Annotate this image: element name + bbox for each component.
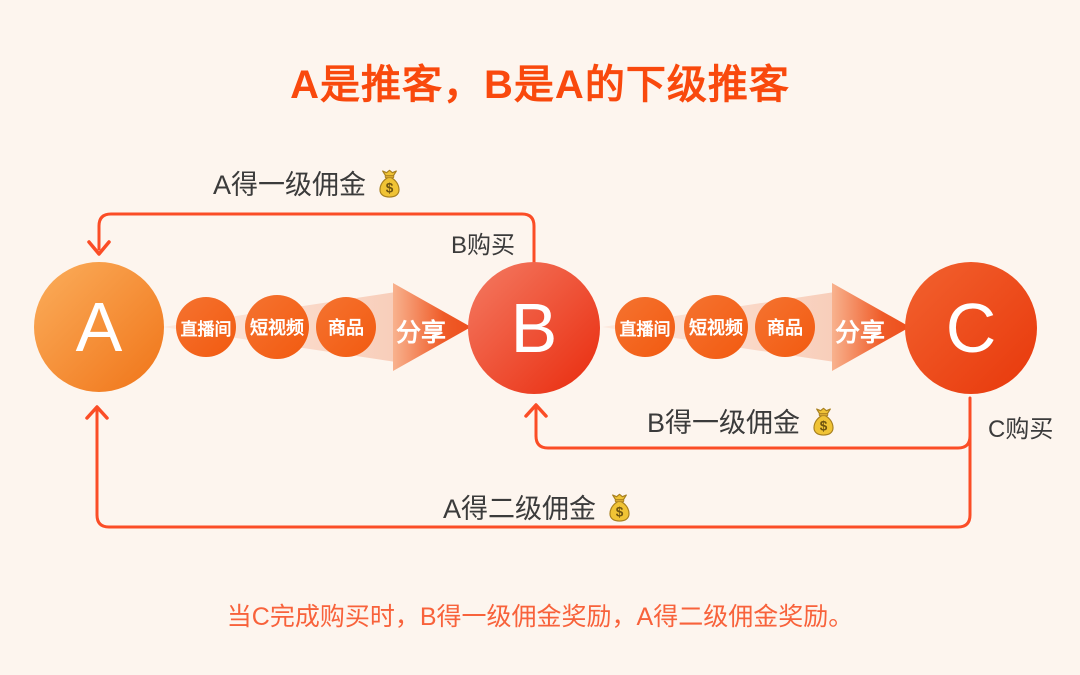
step-short-video: 短视频 xyxy=(245,295,309,359)
arrow-path-b-to-a xyxy=(97,212,536,264)
label-a-first-commission: A得一级佣金 xyxy=(213,163,404,202)
step-short-video: 短视频 xyxy=(684,295,748,359)
share-label: 分享 xyxy=(834,319,885,347)
flow-group-a-to-b: 直播间 短视频 商品 分享 xyxy=(163,281,473,373)
money-bag-icon xyxy=(605,491,634,523)
a-first-commission-text: A得一级佣金 xyxy=(213,170,367,200)
a-second-commission-text: A得二级佣金 xyxy=(443,494,597,524)
share-label: 分享 xyxy=(395,319,446,347)
b-first-commission-text: B得一级佣金 xyxy=(647,408,801,438)
label-b-purchase: B购买 xyxy=(451,225,515,260)
money-bag-icon xyxy=(809,405,838,437)
page-title: A是推客，B是A的下级推客 xyxy=(290,63,790,107)
flow-group-b-to-c: 直播间 短视频 商品 分享 xyxy=(602,281,912,373)
node-b: B xyxy=(468,262,600,394)
arrowhead-up-at-a xyxy=(85,405,109,420)
label-c-purchase: C购买 xyxy=(988,409,1053,444)
step-live-room: 直播间 xyxy=(615,297,675,357)
node-c: C xyxy=(905,262,1037,394)
b-purchase-text: B购买 xyxy=(451,232,516,259)
arrowhead-up-at-b xyxy=(524,403,548,418)
step-live-room: 直播间 xyxy=(176,297,236,357)
label-a-second-commission: A得二级佣金 xyxy=(443,487,634,526)
c-purchase-text: C购买 xyxy=(988,416,1054,443)
arrow-path-c-to-a xyxy=(95,398,972,529)
node-a: A xyxy=(34,262,164,392)
label-b-first-commission: B得一级佣金 xyxy=(647,401,838,440)
arrowhead-down-at-a xyxy=(87,240,111,256)
bottom-caption: 当C完成购买时，B得一级佣金奖励，A得二级佣金奖励。 xyxy=(226,603,854,631)
money-bag-icon xyxy=(375,167,404,199)
step-product: 商品 xyxy=(316,297,376,357)
step-product: 商品 xyxy=(755,297,815,357)
